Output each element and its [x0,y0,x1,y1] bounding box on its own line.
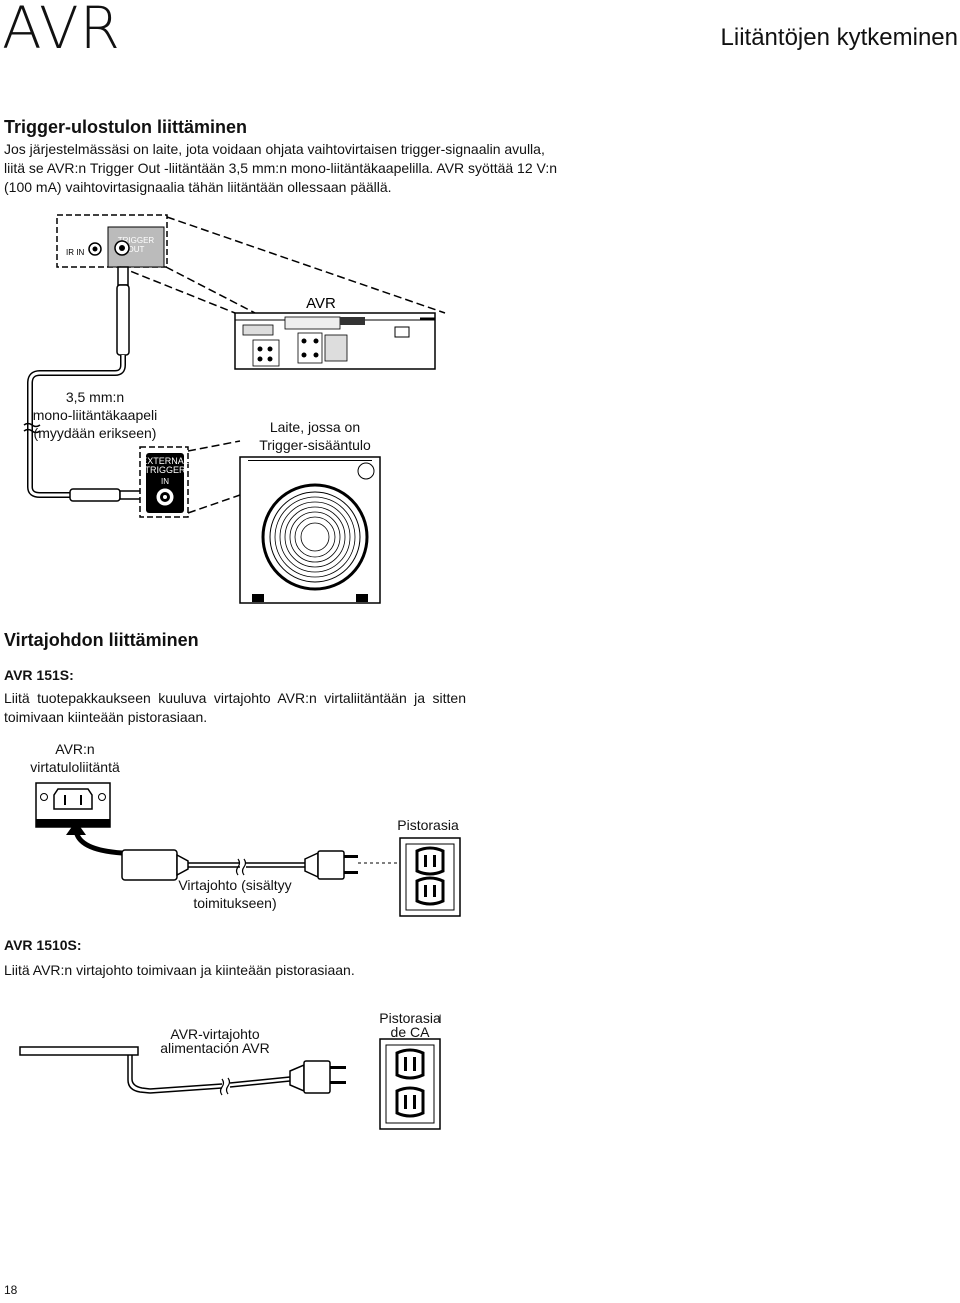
cable-label-line: 3,5 mm:n [65,389,125,405]
ir-in-jack-icon [88,242,102,256]
external-trigger-label-2: TRIGGER [144,465,186,475]
cord-label-a: Virtajohto (sisältyy toimitukseen) [175,876,295,912]
arrow-icon [66,821,86,835]
inlet-label-line: AVR:n [55,741,95,757]
outlet-label-line: de CA [390,1024,430,1040]
cord-label-line: toimitukseen) [193,895,277,911]
cable-label-line: (myydään erikseen) [33,425,157,441]
inlet-label-line: virtatuloliitäntä [30,759,120,775]
chapter-title: Liitäntöjen kytkeminen [720,24,958,51]
avr-label: AVR [306,295,336,312]
trigger-device-label: Laite, jossa on Trigger-sisääntulo [240,418,390,454]
device-label-line: Laite, jossa on [269,419,361,435]
model-a-body: Liitä tuotepakkaukseen kuuluva virtajoht… [4,690,466,725]
avr-edge-icon [19,1046,139,1056]
cable-label-line: mono-liitäntäkaapeli [32,407,158,423]
power-diagram-a [35,782,461,917]
trigger-body: Jos järjestelmässäsi on laite, jota void… [4,140,954,197]
cord-label-line: Virtajohto (sisältyy [178,877,292,893]
power-heading: Virtajohdon liittäminen [4,630,199,650]
trigger-out-label-2: OUT [128,245,145,254]
power-diagram-b [19,1038,441,1130]
inlet-label: AVR:n virtatuloliitäntä [20,740,130,776]
model-b-title: AVR 1510S: [4,937,82,953]
outlet-label-b: Pistorasia de CA [370,1011,450,1039]
trigger-out-label-1: TRIGGER [118,236,155,245]
wall-plug-icon [303,1060,331,1094]
ir-in-label: IR IN [66,248,84,257]
iec-plug-icon [121,849,178,881]
cord-label-b: AVR-virtajohto alimentación AVR [160,1027,270,1055]
external-trigger-label-1: EXTERNAL [141,456,189,466]
cord-label-line: AVR-virtajohto [170,1026,260,1042]
cable-label: 3,5 mm:n mono-liitäntäkaapeli (myydään e… [20,388,170,442]
external-trigger-in-label: IN [161,477,169,486]
outlet-label-a: Pistorasia [397,817,459,833]
cord-label-line: alimentación AVR [160,1040,270,1056]
model-a-title: AVR 151S: [4,667,74,683]
trigger-body-line: (100 mA) vaihtovirtasignaalia tähän liit… [4,179,392,195]
iec-inlet-icon [53,788,93,810]
brand-logo: AVR [2,0,121,62]
trigger-heading: Trigger-ulostulon liittäminen [4,117,247,137]
wall-plug-icon [317,850,345,880]
avr-ac-inlet-icon [394,326,410,338]
mini-jack-plug-icon [116,284,130,356]
trigger-body-line: liitä se AVR:n Trigger Out -liitäntään 3… [4,160,558,176]
trigger-body-line: Jos järjestelmässäsi on laite, jota void… [4,141,545,157]
trigger-connection-diagram: IR IN TRIGGER OUT AVR EXTERNAL TRIGGER I… [23,214,446,604]
stray-mark: l [439,1014,442,1025]
outlet-label-line: Pistorasia [379,1010,441,1026]
page-number: 18 [4,1283,18,1297]
model-b-body: Liitä AVR:n virtajohto toimivaan ja kiin… [4,962,355,978]
device-label-line: Trigger-sisääntulo [259,437,371,453]
